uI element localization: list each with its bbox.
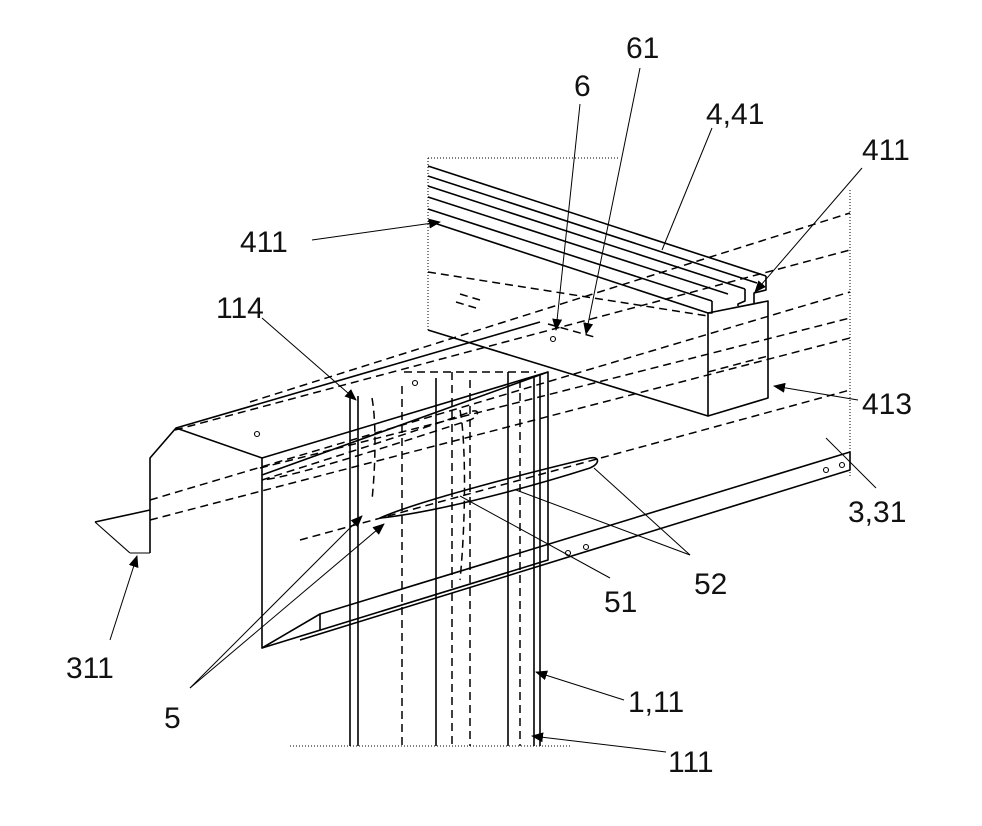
rail-profile-4-41 [428, 166, 766, 313]
break-lines [290, 158, 850, 746]
label-111: 111 [668, 746, 714, 779]
label-114: 114 [216, 292, 264, 325]
carrier-3-31-hidden [150, 213, 850, 540]
label-411-left: 411 [240, 226, 288, 259]
label-4-41: 4,41 [706, 98, 764, 131]
box-section-413 [428, 272, 768, 416]
label-51: 51 [604, 586, 637, 619]
label-52: 52 [694, 568, 727, 601]
label-1-11: 1,11 [628, 686, 684, 719]
front-plate [262, 372, 548, 648]
pin-6-61 [548, 324, 598, 342]
label-5: 5 [164, 702, 181, 735]
leaders [110, 68, 876, 752]
label-411-right: 411 [862, 134, 910, 167]
label-3-31: 3,31 [848, 496, 906, 529]
reference-labels: 6 61 4,41 411 411 114 413 3,31 52 51 311… [66, 32, 912, 779]
label-6: 6 [574, 70, 591, 103]
label-311: 311 [66, 652, 114, 685]
label-61: 61 [626, 32, 659, 65]
label-413: 413 [862, 388, 912, 421]
flange-311 [95, 322, 548, 553]
